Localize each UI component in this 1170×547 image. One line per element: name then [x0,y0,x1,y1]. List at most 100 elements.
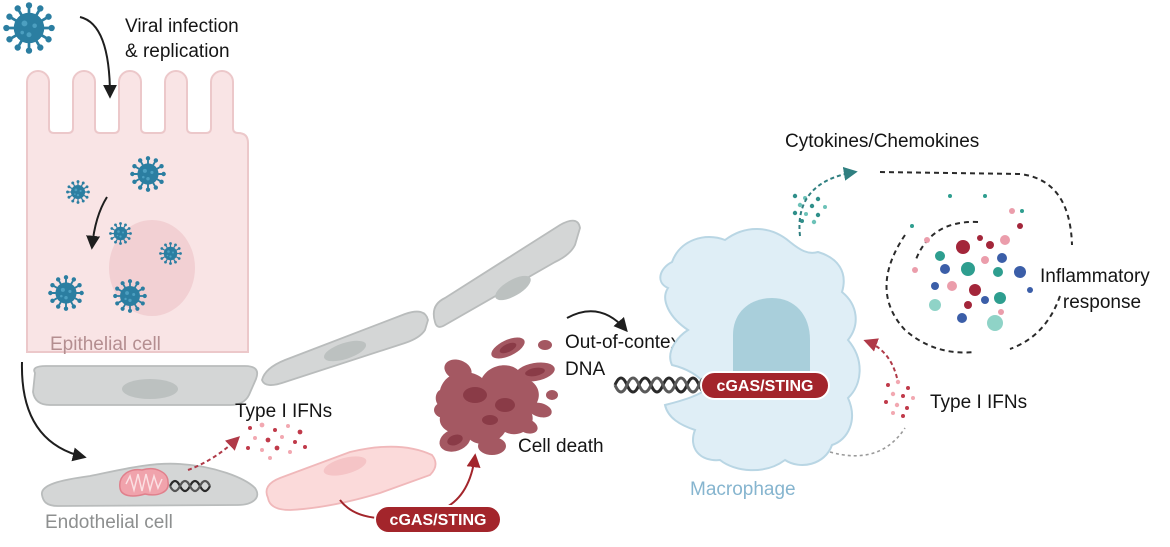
stromal-nucleus [122,379,178,399]
apoptotic-fragment-core [447,434,463,446]
sensing-cell-nucleus [323,456,367,476]
ifn-dot [884,400,888,404]
ifn-dot [895,379,901,385]
inflammatory-mediator [957,313,967,323]
cgas-sting-bottom-label: cGAS/STING [390,512,487,529]
dna-strand [613,376,713,394]
cytokine-dot [797,202,803,208]
stromal-cell [32,365,259,406]
cgas-sting-badge-bottom: cGAS/STING [374,505,502,534]
macrophage [659,228,861,472]
stromal-cell [261,310,429,386]
viral-infection-label: Viral infection [125,16,239,37]
dead-cell-fragments [434,337,558,455]
cytokine-dot [809,203,815,209]
apoptotic-fragment-core [482,415,498,425]
cytokine-dot [811,219,817,225]
ifn-dot [891,411,895,415]
dna-release-arrow [566,310,628,333]
ifn-dot [901,414,905,418]
endothelial-cell [41,462,259,507]
inflammation-arc [1009,295,1061,350]
dna-strand [169,479,211,493]
inflammatory-mediator [924,237,930,243]
inflammatory-mediator [956,240,970,254]
stromal-nucleus [323,340,367,362]
cgas-sting-pill [700,371,830,400]
apoptotic-body [435,365,539,444]
mitochondrion-cristae [125,473,163,493]
inflammatory-mediator [931,282,939,290]
inflammatory-mediator [981,256,989,264]
inflammatory-mediator [993,267,1003,277]
ifn-secretion-path [829,427,906,457]
inflammatory-mediator [935,251,945,261]
spread-arrow [20,361,87,462]
type-i-ifns-left-label: Type I IFNs [235,401,332,422]
apoptotic-fragment-core [525,367,545,377]
inflammatory-mediator [998,309,1004,315]
endothelial-cell-label: Endothelial cell [45,512,173,533]
inflammatory-mediator [929,299,941,311]
ifn-dot [268,456,272,460]
ifn-dot [901,394,905,398]
ifn-dot [280,435,284,439]
inflammatory-label: Inflammatory [1040,266,1150,287]
cytokine-release-arrow [798,166,858,237]
cytokine-dot [800,219,804,223]
ifn-dot [905,406,909,410]
inflammation-arc [914,220,979,263]
apoptotic-fragment [538,340,552,350]
cell-death-label: Cell death [518,436,604,457]
virus-icon [3,2,55,54]
inflammatory-mediator [986,241,994,249]
stromal-cell-body [432,219,581,328]
ifn-dot [260,448,264,452]
death-arrow [444,453,481,509]
macrophage-label: Macrophage [690,479,796,500]
ifn-dot [303,445,307,449]
inflammatory-mediator [948,194,952,198]
stromal-nucleus [495,275,531,301]
cytokines-chemokines-label: Cytokines/Chemokines [785,131,979,152]
ifn-dot [259,422,265,428]
ifn-dot [274,445,280,451]
ifn-dot [911,396,915,400]
apoptotic-fragment [546,390,558,400]
inflammatory-mediator [981,296,989,304]
inflammatory-mediator [987,315,1003,331]
inflammatory-mediator [1009,208,1015,214]
cytokine-dot [823,205,827,209]
ifn-dot [265,437,271,443]
inflammatory-mediator [947,281,957,291]
ifn-dot [890,391,896,397]
sensing-cell [265,445,437,511]
cytokine-dot [792,210,798,216]
ifn-release-arrow [187,436,241,471]
ifn-dot [894,402,900,408]
ifn-feedback-arrow [863,338,898,379]
ifn-dot [248,426,252,430]
inflammatory-mediator [961,262,975,276]
inflammatory-mediators [910,194,1033,331]
sting-link-line [339,499,379,519]
apoptotic-fragment-core [499,342,517,354]
ifn-dot [906,386,910,390]
replication-label: & replication [125,41,230,62]
inflammatory-mediator [977,235,983,241]
macrophage-nucleus [733,298,810,372]
cytokine-dot [815,212,821,218]
cytokine-dot [815,196,821,202]
ifn-dot [886,383,890,387]
inflammatory-mediator [940,264,950,274]
inflammatory-mediator [1027,287,1033,293]
ifn-dot [293,440,297,444]
inflammatory-mediator [1000,235,1010,245]
inflammatory-mediator [994,292,1006,304]
ifn-dot [297,429,303,435]
inflammatory-mediator [983,194,987,198]
dna-label: DNA [565,359,605,380]
mitochondrion-icon [119,468,169,497]
apoptotic-fragment-core [495,398,515,412]
